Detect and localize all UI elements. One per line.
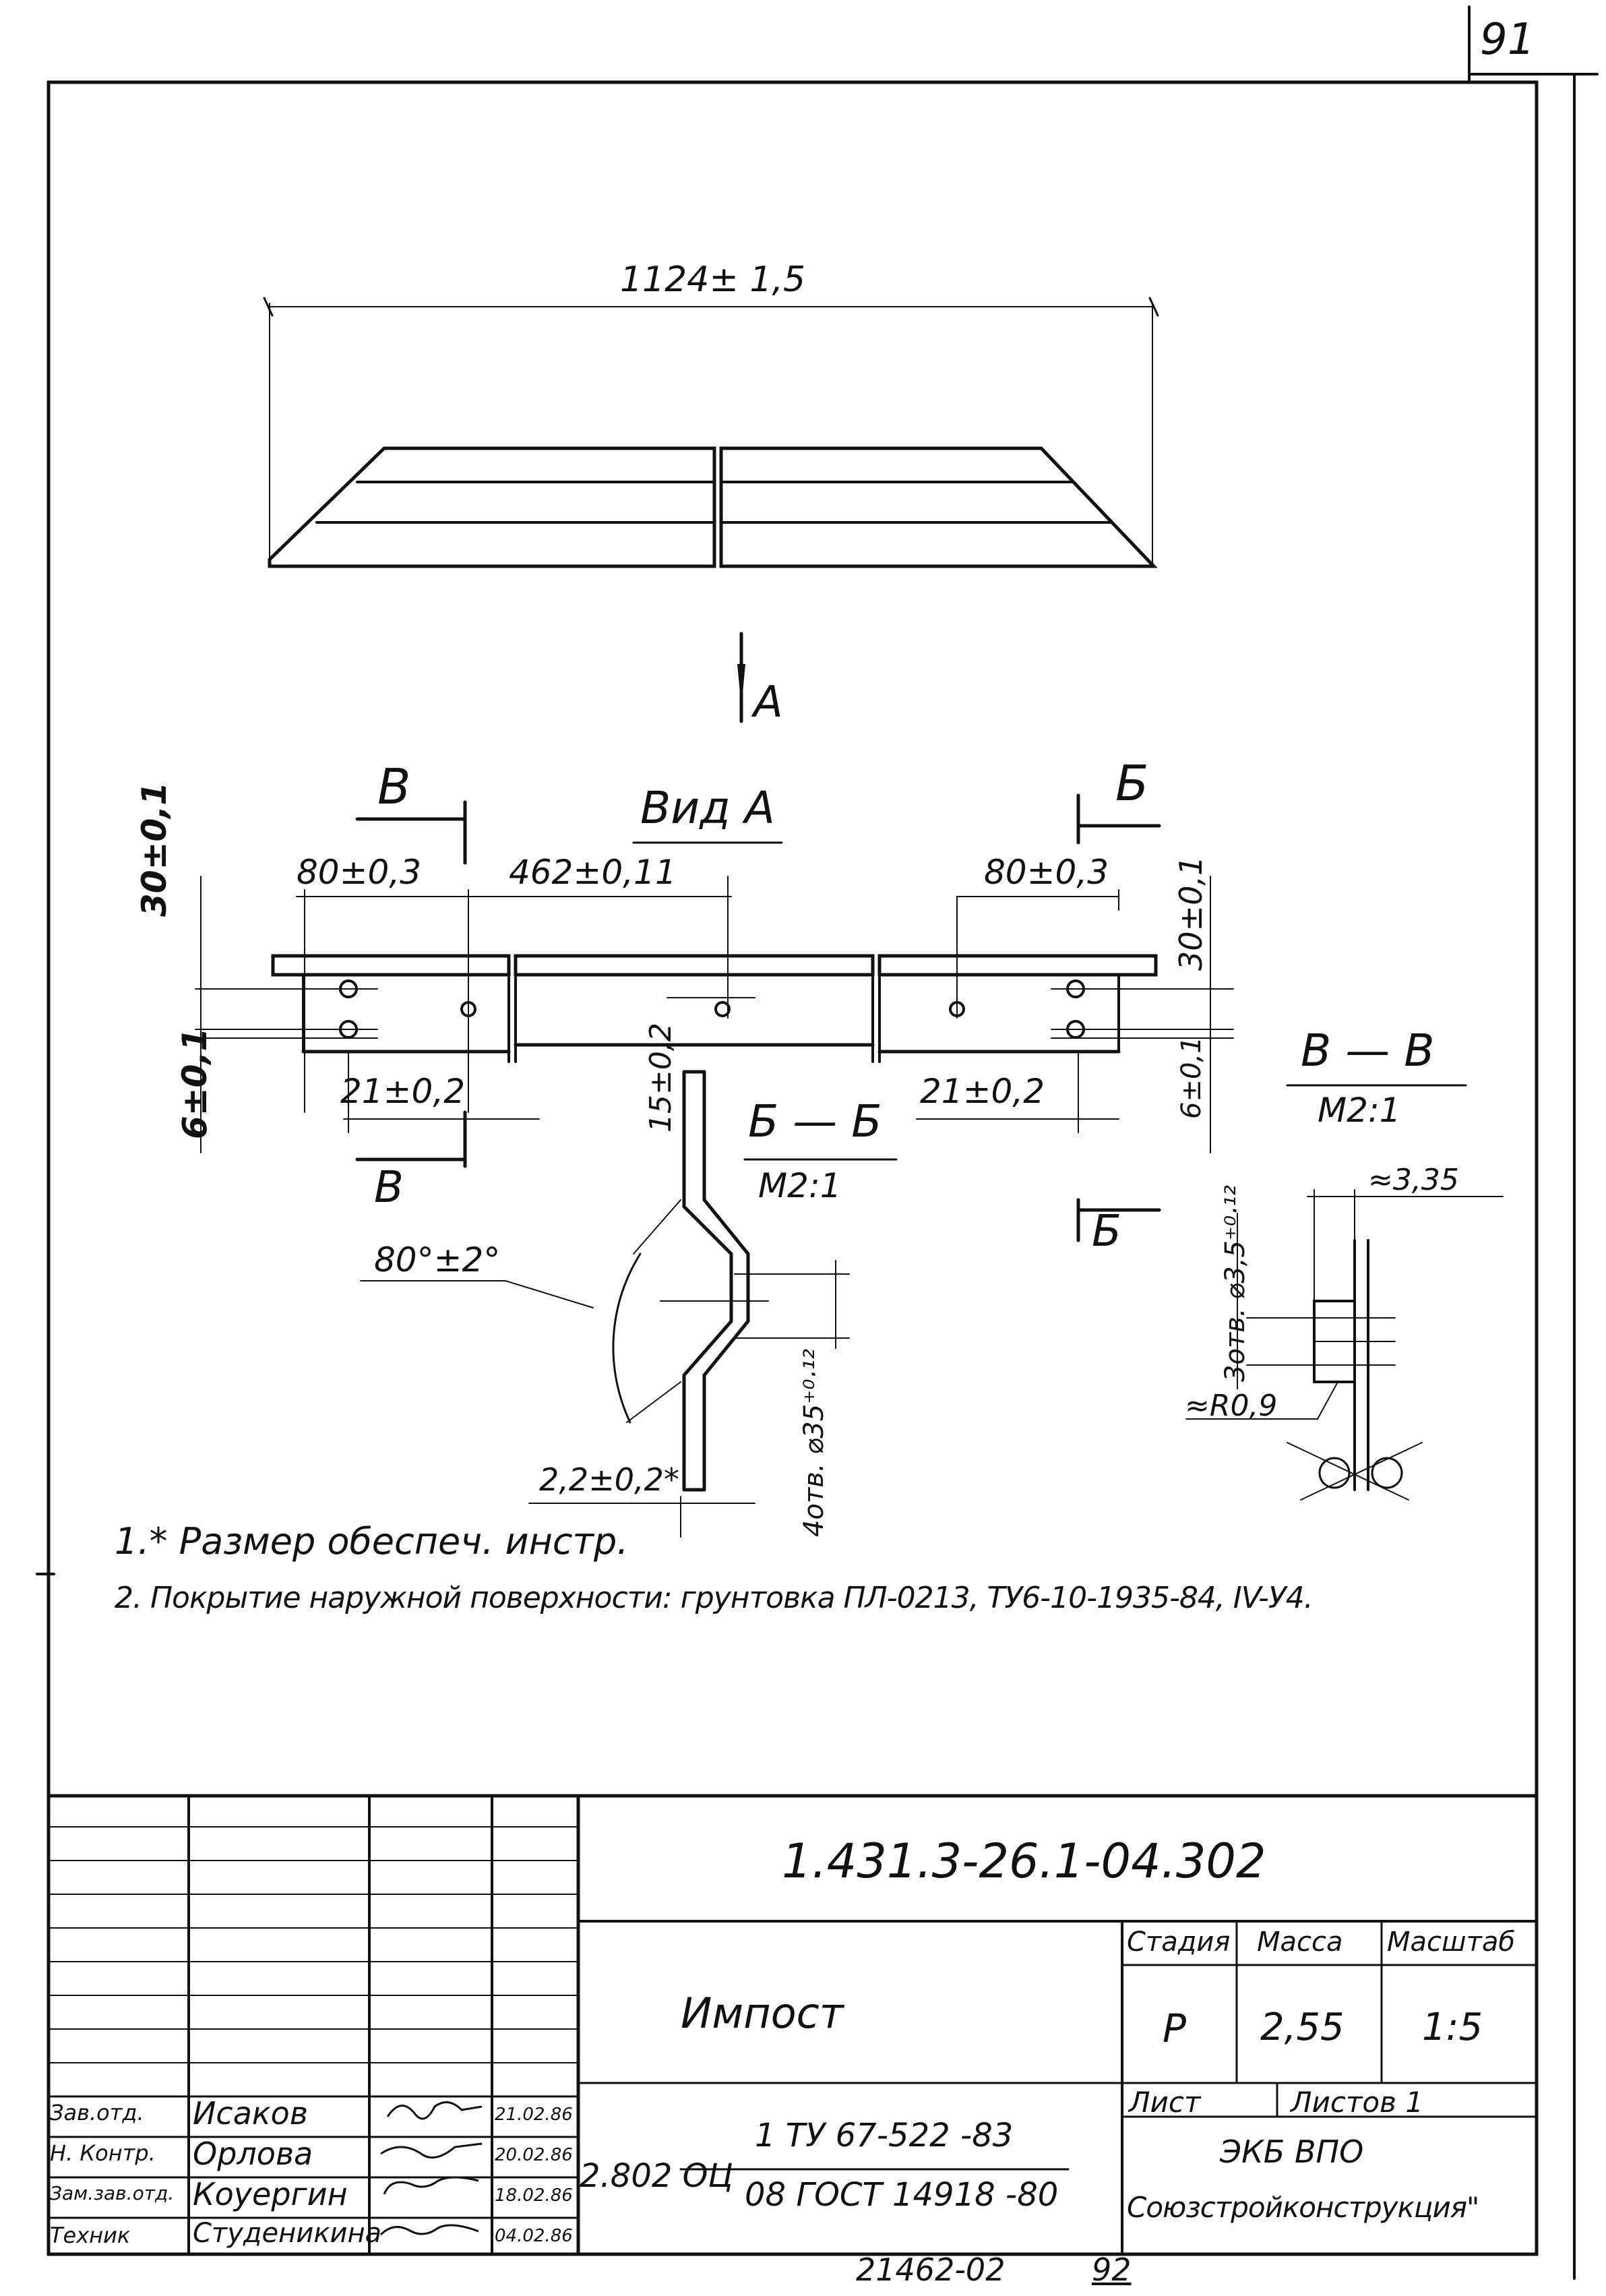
- dimension-21-left: 21±0,2: [340, 1072, 466, 1111]
- angle-dimension: 80°±2°: [374, 1240, 501, 1279]
- material-spec-2: 08 ГОСТ 14918 -80: [745, 2176, 1059, 2214]
- dimension-6-left: 6±0,1: [175, 1027, 214, 1139]
- dimension-21-right: 21±0,2: [920, 1072, 1045, 1111]
- staff-date: 20.02.86: [495, 2145, 573, 2165]
- archive-page: 92: [1092, 2252, 1132, 2288]
- staff-date: 21.02.86: [495, 2105, 573, 2125]
- section-mark-v-top: В: [377, 758, 411, 815]
- mass-value: 2,55: [1260, 2005, 1345, 2049]
- document-code: 1.431.3-26.1-04.302: [782, 1834, 1266, 1889]
- mass-header: Масса: [1257, 1927, 1343, 1958]
- sheet-frame: [47, 80, 1539, 2256]
- thickness-dimension: 2,2±0,2*: [539, 1461, 679, 1498]
- staff-date: 04.02.86: [495, 2226, 573, 2246]
- staff-role: Зам.зав.отд.: [50, 2182, 175, 2204]
- section-vv-scale: М2:1: [1318, 1091, 1401, 1130]
- approx-r09: ≈R0,9: [1185, 1389, 1278, 1423]
- view-arrow-label: A: [753, 677, 783, 727]
- stage-header: Стадия: [1127, 1927, 1231, 1958]
- organization-line-2: Союзстройконструкция": [1127, 2191, 1479, 2224]
- section-bb-scale: М2:1: [758, 1166, 842, 1205]
- scale-header: Масштаб: [1387, 1927, 1516, 1958]
- dimension-6-right: 6±0,1: [1176, 1036, 1207, 1119]
- sheets-label: Листов 1: [1291, 2086, 1423, 2119]
- dimension-80-left: 80±0,3: [297, 853, 422, 892]
- material-code: 2.802 ОЦ: [580, 2157, 733, 2195]
- section-mark-v-bottom: В: [374, 1163, 404, 1213]
- dimension-30-right: 30±0,1: [1173, 855, 1209, 971]
- scale-value: 1:5: [1422, 2005, 1483, 2049]
- section-vv-title: В — В: [1301, 1025, 1435, 1077]
- staff-date: 18.02.86: [495, 2185, 573, 2206]
- section-bb-profile: [682, 1070, 733, 1492]
- material-spec-1: 1 ТУ 67-522 -83: [755, 2117, 1014, 2154]
- part-profile-top: [268, 446, 716, 568]
- dimension-15: 15±0,2: [644, 1023, 678, 1132]
- staff-role: Зав.отд.: [50, 2100, 144, 2125]
- staff-name: Орлова: [193, 2136, 313, 2172]
- part-profile-view-a: [271, 954, 511, 977]
- staff-name: Коуергин: [193, 2176, 348, 2212]
- stage-value: Р: [1163, 2005, 1186, 2051]
- staff-name: Студеникина: [193, 2218, 382, 2249]
- section-mark-b-bottom: Б: [1092, 1207, 1121, 1257]
- dimension-462: 462±0,11: [509, 853, 677, 892]
- sheet-label: Лист: [1129, 2086, 1201, 2119]
- archive-code: 21462-02: [856, 2252, 1006, 2288]
- page-number: 91: [1480, 15, 1535, 65]
- signatures: [379, 2101, 483, 2236]
- note-2: 2. Покрытие наружной поверхности: грунто…: [115, 1581, 1314, 1615]
- dimension-80-right: 80±0,3: [984, 853, 1109, 892]
- holes-vv-callout: 3отв. ⌀3,5⁺⁰·¹²: [1220, 1185, 1251, 1382]
- staff-role: Техник: [50, 2223, 131, 2248]
- dimension-30-left: 30±0,1: [135, 781, 174, 917]
- organization-line-1: ЭКБ ВПО: [1220, 2134, 1364, 2170]
- view-a-title: Вид А: [640, 782, 775, 834]
- staff-role: Н. Контр.: [50, 2140, 156, 2166]
- overall-length-dimension: 1124± 1,5: [620, 260, 806, 300]
- part-name: Импост: [681, 1989, 844, 2038]
- staff-name: Исаков: [193, 2095, 308, 2132]
- section-bb-title: Б — Б: [748, 1095, 882, 1147]
- holes-bb-callout: 4отв. ⌀35⁺⁰·¹²: [799, 1348, 830, 1537]
- section-mark-b-top: Б: [1115, 755, 1149, 812]
- note-1: 1.* Размер обеспеч. инстр.: [115, 1520, 629, 1563]
- approx-335: ≈3,35: [1368, 1163, 1459, 1197]
